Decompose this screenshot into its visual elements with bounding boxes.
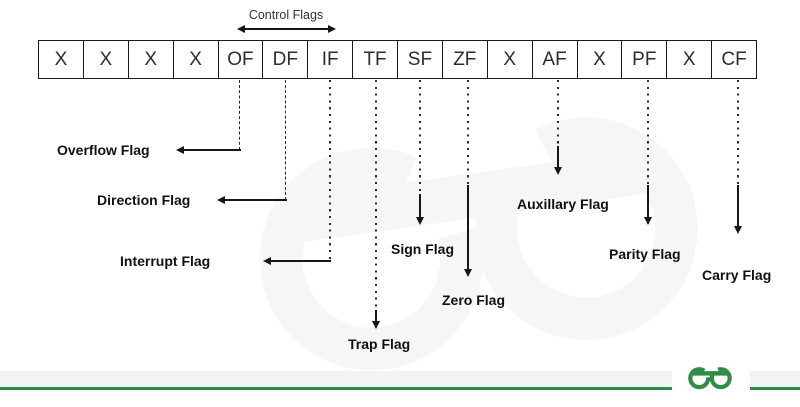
register-cell-x: X [667, 41, 713, 78]
flag-register: X X X X OF DF IF TF SF ZF X AF X PF X CF [38, 40, 757, 79]
trap-flag-label: Trap Flag [348, 336, 411, 352]
auxillary-flag-label: Auxillary Flag [517, 196, 609, 212]
register-cell-sf: SF [398, 41, 443, 78]
of-connector-line [239, 80, 240, 150]
overflow-flag-arrow [175, 145, 241, 154]
footer-green-line [0, 387, 800, 390]
pf-connector-line [647, 80, 649, 185]
register-cell-x: X [129, 41, 174, 78]
sign-flag-label: Sign Flag [391, 241, 454, 257]
register-cell-tf: TF [353, 41, 398, 78]
interrupt-flag-label: Interrupt Flag [120, 253, 211, 269]
register-cell-x: X [578, 41, 623, 78]
carry-flag-label: Carry Flag [702, 267, 772, 283]
register-cell-cf: CF [721, 48, 747, 70]
register-cell-x: X [39, 41, 84, 78]
control-flags-caption: Control Flags [248, 8, 324, 22]
sign-flag-arrow [415, 194, 424, 225]
trap-flag-arrow [371, 310, 380, 329]
register-cell-of: OF [219, 41, 264, 78]
af-connector-line [557, 80, 559, 146]
overflow-flag-label: Overflow Flag [57, 142, 150, 158]
control-flags-span-arrow [236, 24, 336, 33]
zero-flag-label: Zero Flag [442, 292, 506, 308]
df-connector-line [285, 80, 286, 200]
zf-connector-line [467, 80, 469, 185]
register-cell-df: DF [263, 41, 309, 78]
register-cell-af: AF [533, 41, 578, 78]
cf-connector-line [737, 80, 739, 185]
register-cell-x: X [488, 41, 533, 78]
register-cell-pf: PF [622, 41, 668, 78]
footer-gray-bar [0, 371, 800, 387]
direction-flag-label: Direction Flag [97, 192, 191, 208]
register-cell-if: IF [308, 41, 354, 78]
tf-connector-line [375, 80, 377, 310]
zero-flag-arrow [463, 185, 472, 277]
register-cell-x: X [174, 41, 219, 78]
direction-flag-arrow [216, 195, 287, 204]
register-cell-zf: ZF [443, 41, 488, 78]
register-cell-x: X [84, 41, 129, 78]
parity-flag-arrow [643, 185, 652, 225]
geeksforgeeks-logo-icon [688, 367, 732, 390]
sf-connector-line [419, 80, 421, 194]
auxillary-flag-arrow [553, 146, 562, 175]
carry-flag-arrow [733, 185, 742, 234]
if-connector-line [329, 80, 331, 260]
parity-flag-label: Parity Flag [609, 246, 681, 262]
interrupt-flag-arrow [262, 256, 331, 265]
